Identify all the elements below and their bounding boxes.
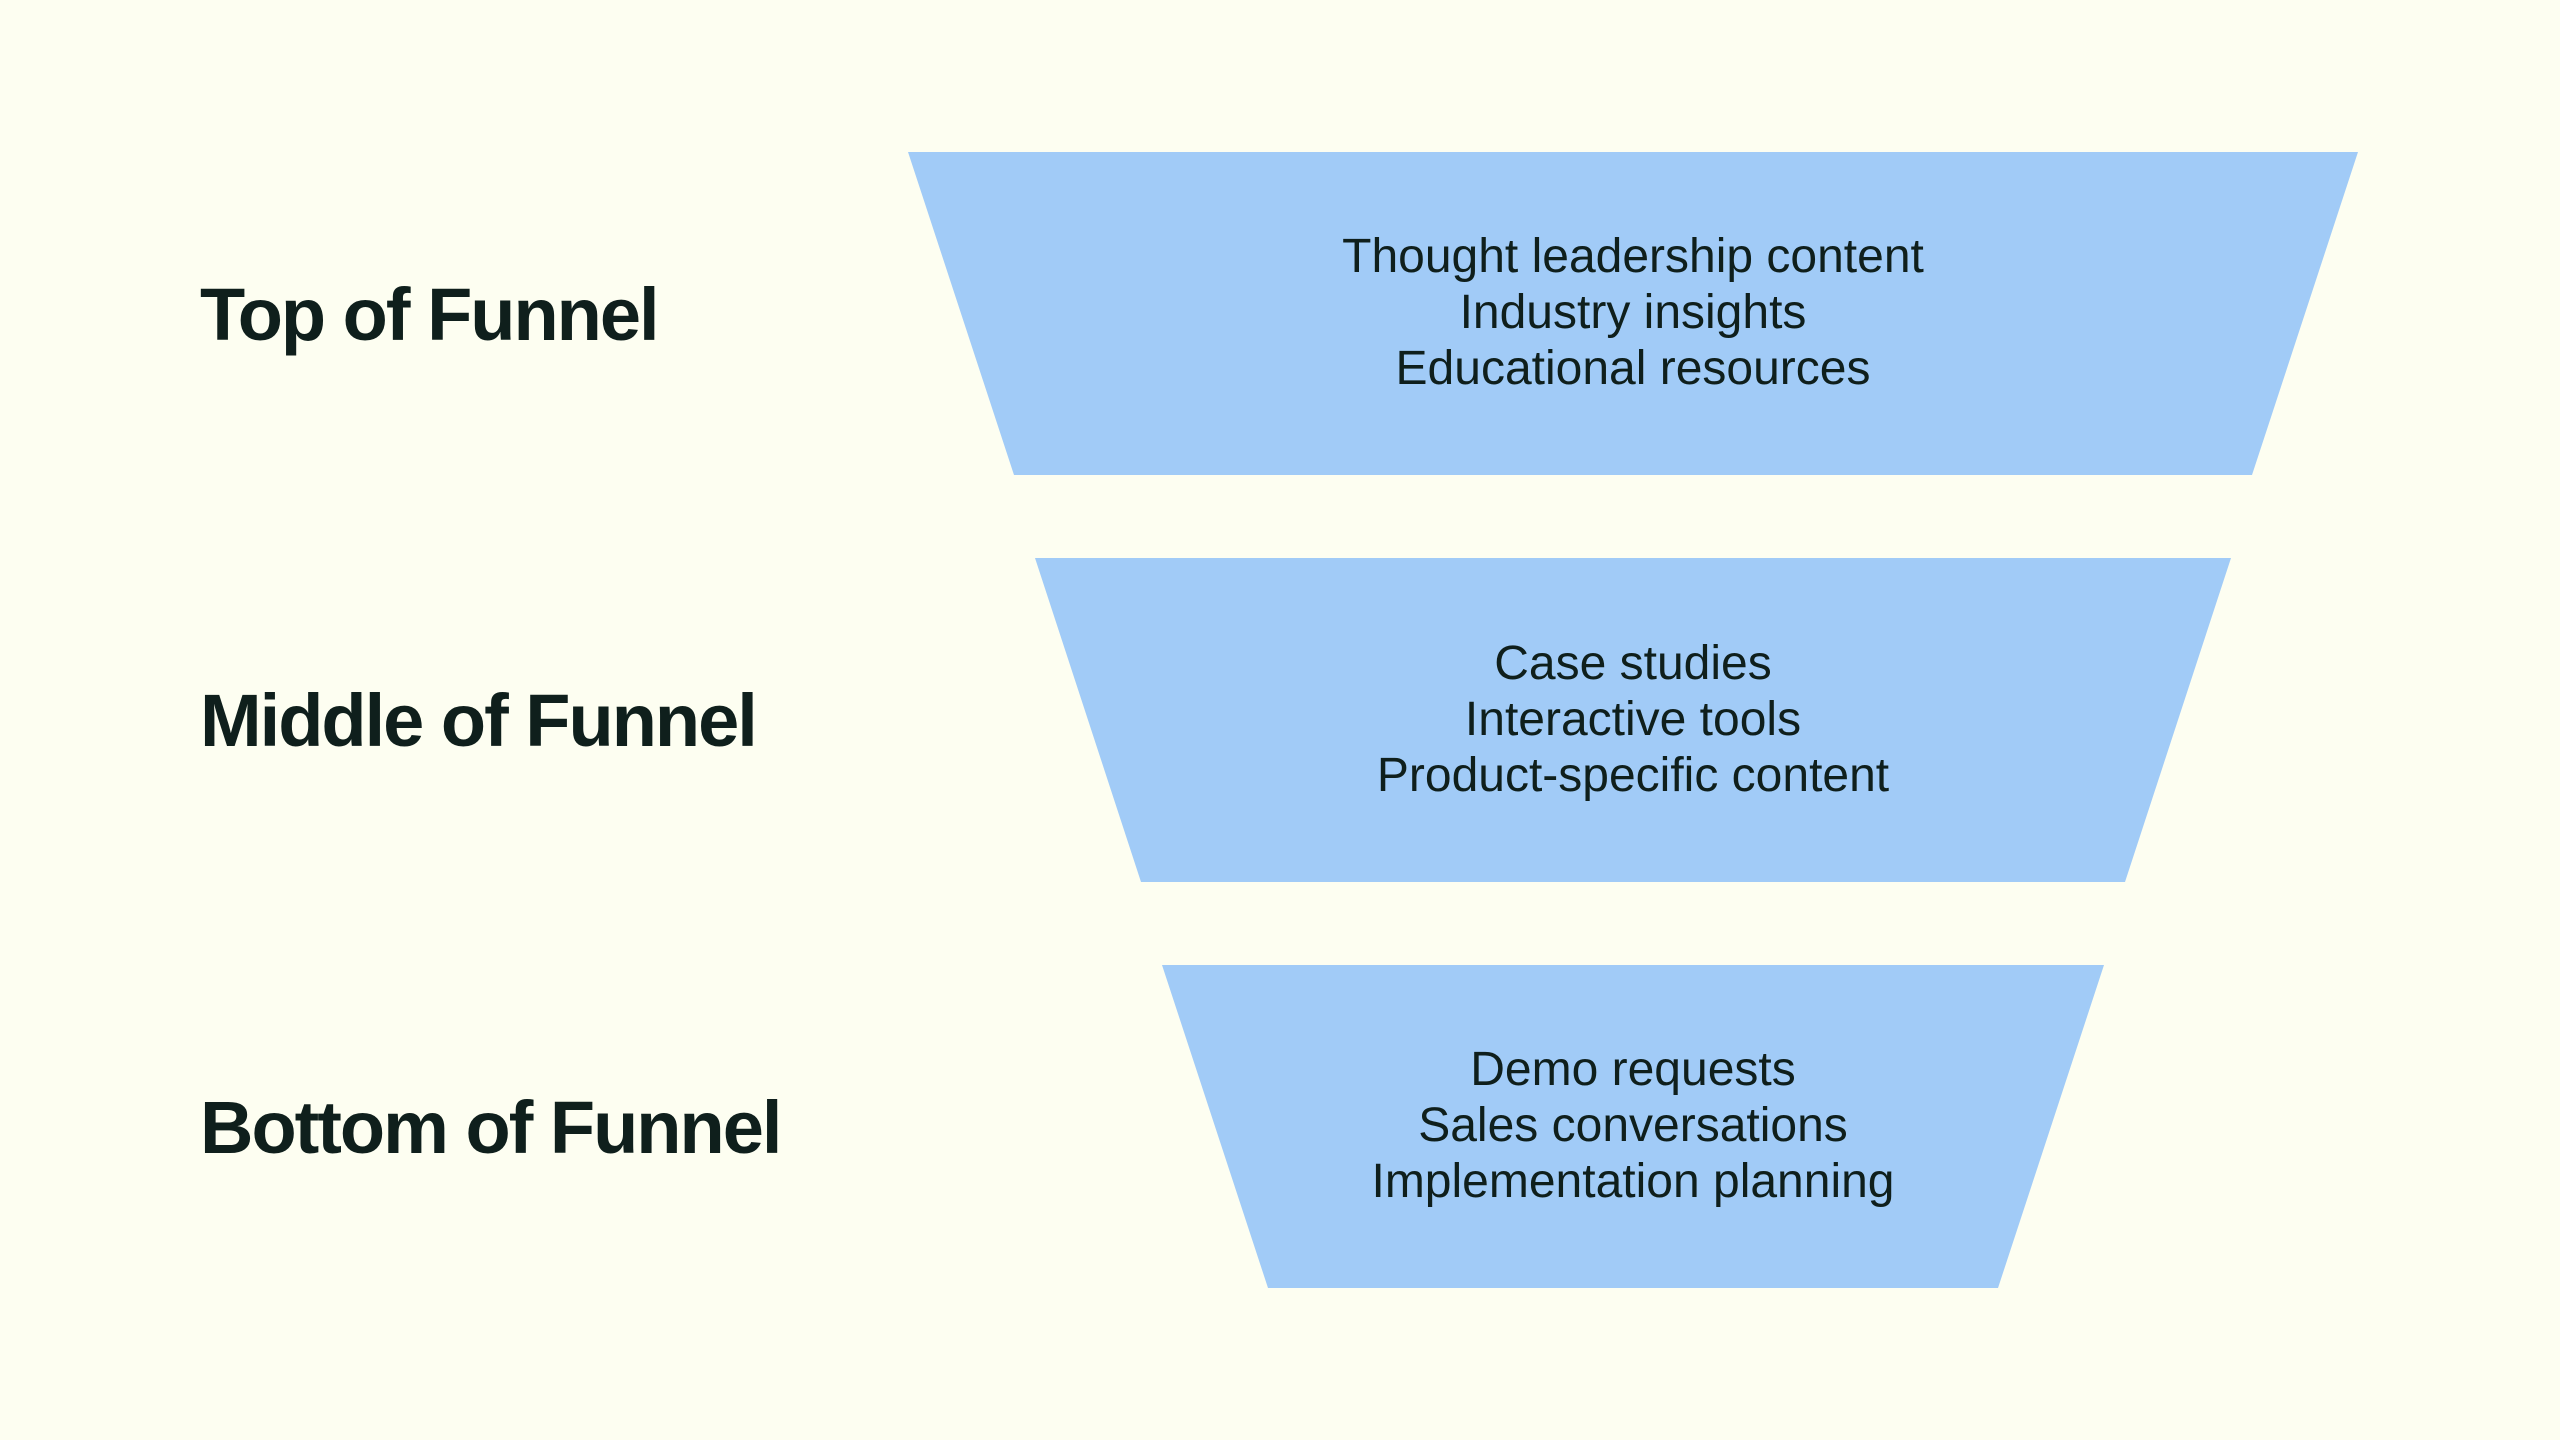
funnel-segment-middle [1035, 558, 2231, 882]
stage-item: Demo requests [1470, 1043, 1796, 1096]
stage-item: Case studies [1494, 637, 1772, 690]
stage-item: Industry insights [1459, 286, 1807, 339]
stage-items-middle: Case studies Interactive tools Product-s… [1183, 636, 2083, 804]
stage-label-middle: Middle of Funnel [200, 679, 758, 762]
stage-items-top: Thought leadership content Industry insi… [1183, 229, 2083, 397]
stage-item: Educational resources [1395, 342, 1871, 395]
funnel-segment-bottom [1162, 965, 2104, 1288]
stage-item: Implementation planning [1371, 1155, 1895, 1208]
stage-label-top: Top of Funnel [200, 273, 660, 356]
stage-item: Thought leadership content [1342, 230, 1924, 283]
stage-items-bottom: Demo requests Sales conversations Implem… [1183, 1042, 2083, 1210]
stage-item: Sales conversations [1418, 1099, 1848, 1152]
stage-label-bottom: Bottom of Funnel [200, 1086, 782, 1169]
stage-item: Product-specific content [1376, 749, 1890, 802]
funnel-segment-top [908, 152, 2358, 475]
stage-item: Interactive tools [1464, 693, 1802, 746]
